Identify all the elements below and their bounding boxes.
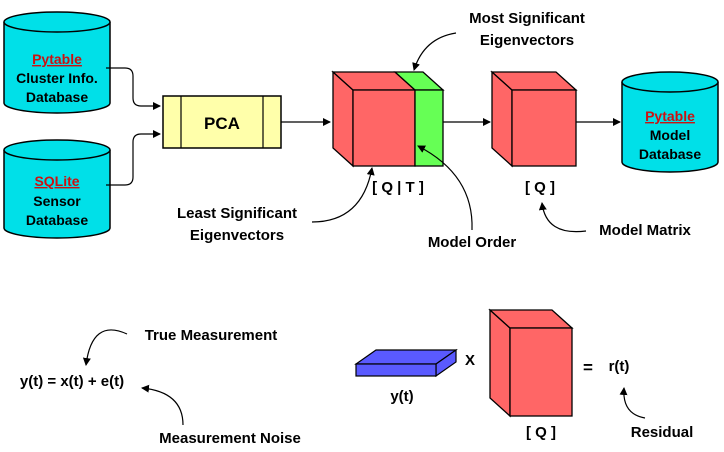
least-significant-line1: Least Significant: [177, 205, 297, 222]
q-matrix-cube-bottom: [ Q ]: [488, 308, 574, 441]
db2-line3: Database: [26, 212, 88, 228]
pca-process-box: PCA: [162, 95, 282, 149]
yt-label: y(t): [390, 388, 413, 405]
least-significant-arrow: [311, 167, 375, 223]
most-significant-line2: Eigenvectors: [480, 32, 574, 49]
model-matrix-arrow: [538, 202, 587, 233]
model-order-label: Model Order: [428, 234, 517, 251]
db2-name: SQLite: [34, 173, 79, 189]
most-significant-line1: Most Significant: [469, 10, 585, 27]
measurement-vector-slab: [354, 348, 458, 378]
qt-matrix-cube: [ Q | T ]: [331, 70, 445, 196]
true-measurement-arrow: [82, 329, 128, 366]
db2-to-pca-arrow: [106, 130, 161, 186]
db3-line2: Model: [650, 127, 690, 143]
measurement-noise-arrow: [141, 384, 184, 426]
model-matrix-label: Model Matrix: [599, 222, 691, 239]
q-matrix-cube: [ Q ]: [490, 70, 578, 196]
q-label-top: [ Q ]: [525, 179, 555, 196]
rt-label: r(t): [609, 358, 630, 375]
sensor-database-cylinder: SQLite Sensor Database: [3, 139, 111, 239]
true-measurement-label: True Measurement: [145, 327, 278, 344]
db1-line2: Cluster Info.: [16, 70, 98, 86]
model-order-arrow: [417, 145, 473, 231]
q-label-bottom: [ Q ]: [526, 424, 556, 441]
model-database-cylinder: Pytable Model Database: [621, 71, 719, 173]
multiply-sign: X: [465, 352, 475, 369]
residual-arrow: [619, 387, 646, 419]
db1-line3: Database: [26, 89, 88, 105]
cluster-info-database-cylinder: Pytable Cluster Info. Database: [3, 11, 111, 114]
least-significant-line2: Eigenvectors: [190, 227, 284, 244]
db3-line3: Database: [639, 146, 701, 162]
pca-label: PCA: [204, 114, 240, 133]
db1-name: Pytable: [32, 51, 82, 67]
db1-to-pca-arrow: [106, 67, 161, 110]
db2-line2: Sensor: [33, 193, 81, 209]
residual-label: Residual: [631, 424, 694, 441]
equals-sign: =: [583, 358, 593, 377]
measurement-noise-label: Measurement Noise: [159, 430, 301, 447]
qt-label: [ Q | T ]: [372, 179, 424, 196]
measurement-equation: y(t) = x(t) + e(t): [20, 373, 124, 390]
db3-name: Pytable: [645, 108, 695, 124]
most-significant-arrow: [412, 32, 457, 71]
